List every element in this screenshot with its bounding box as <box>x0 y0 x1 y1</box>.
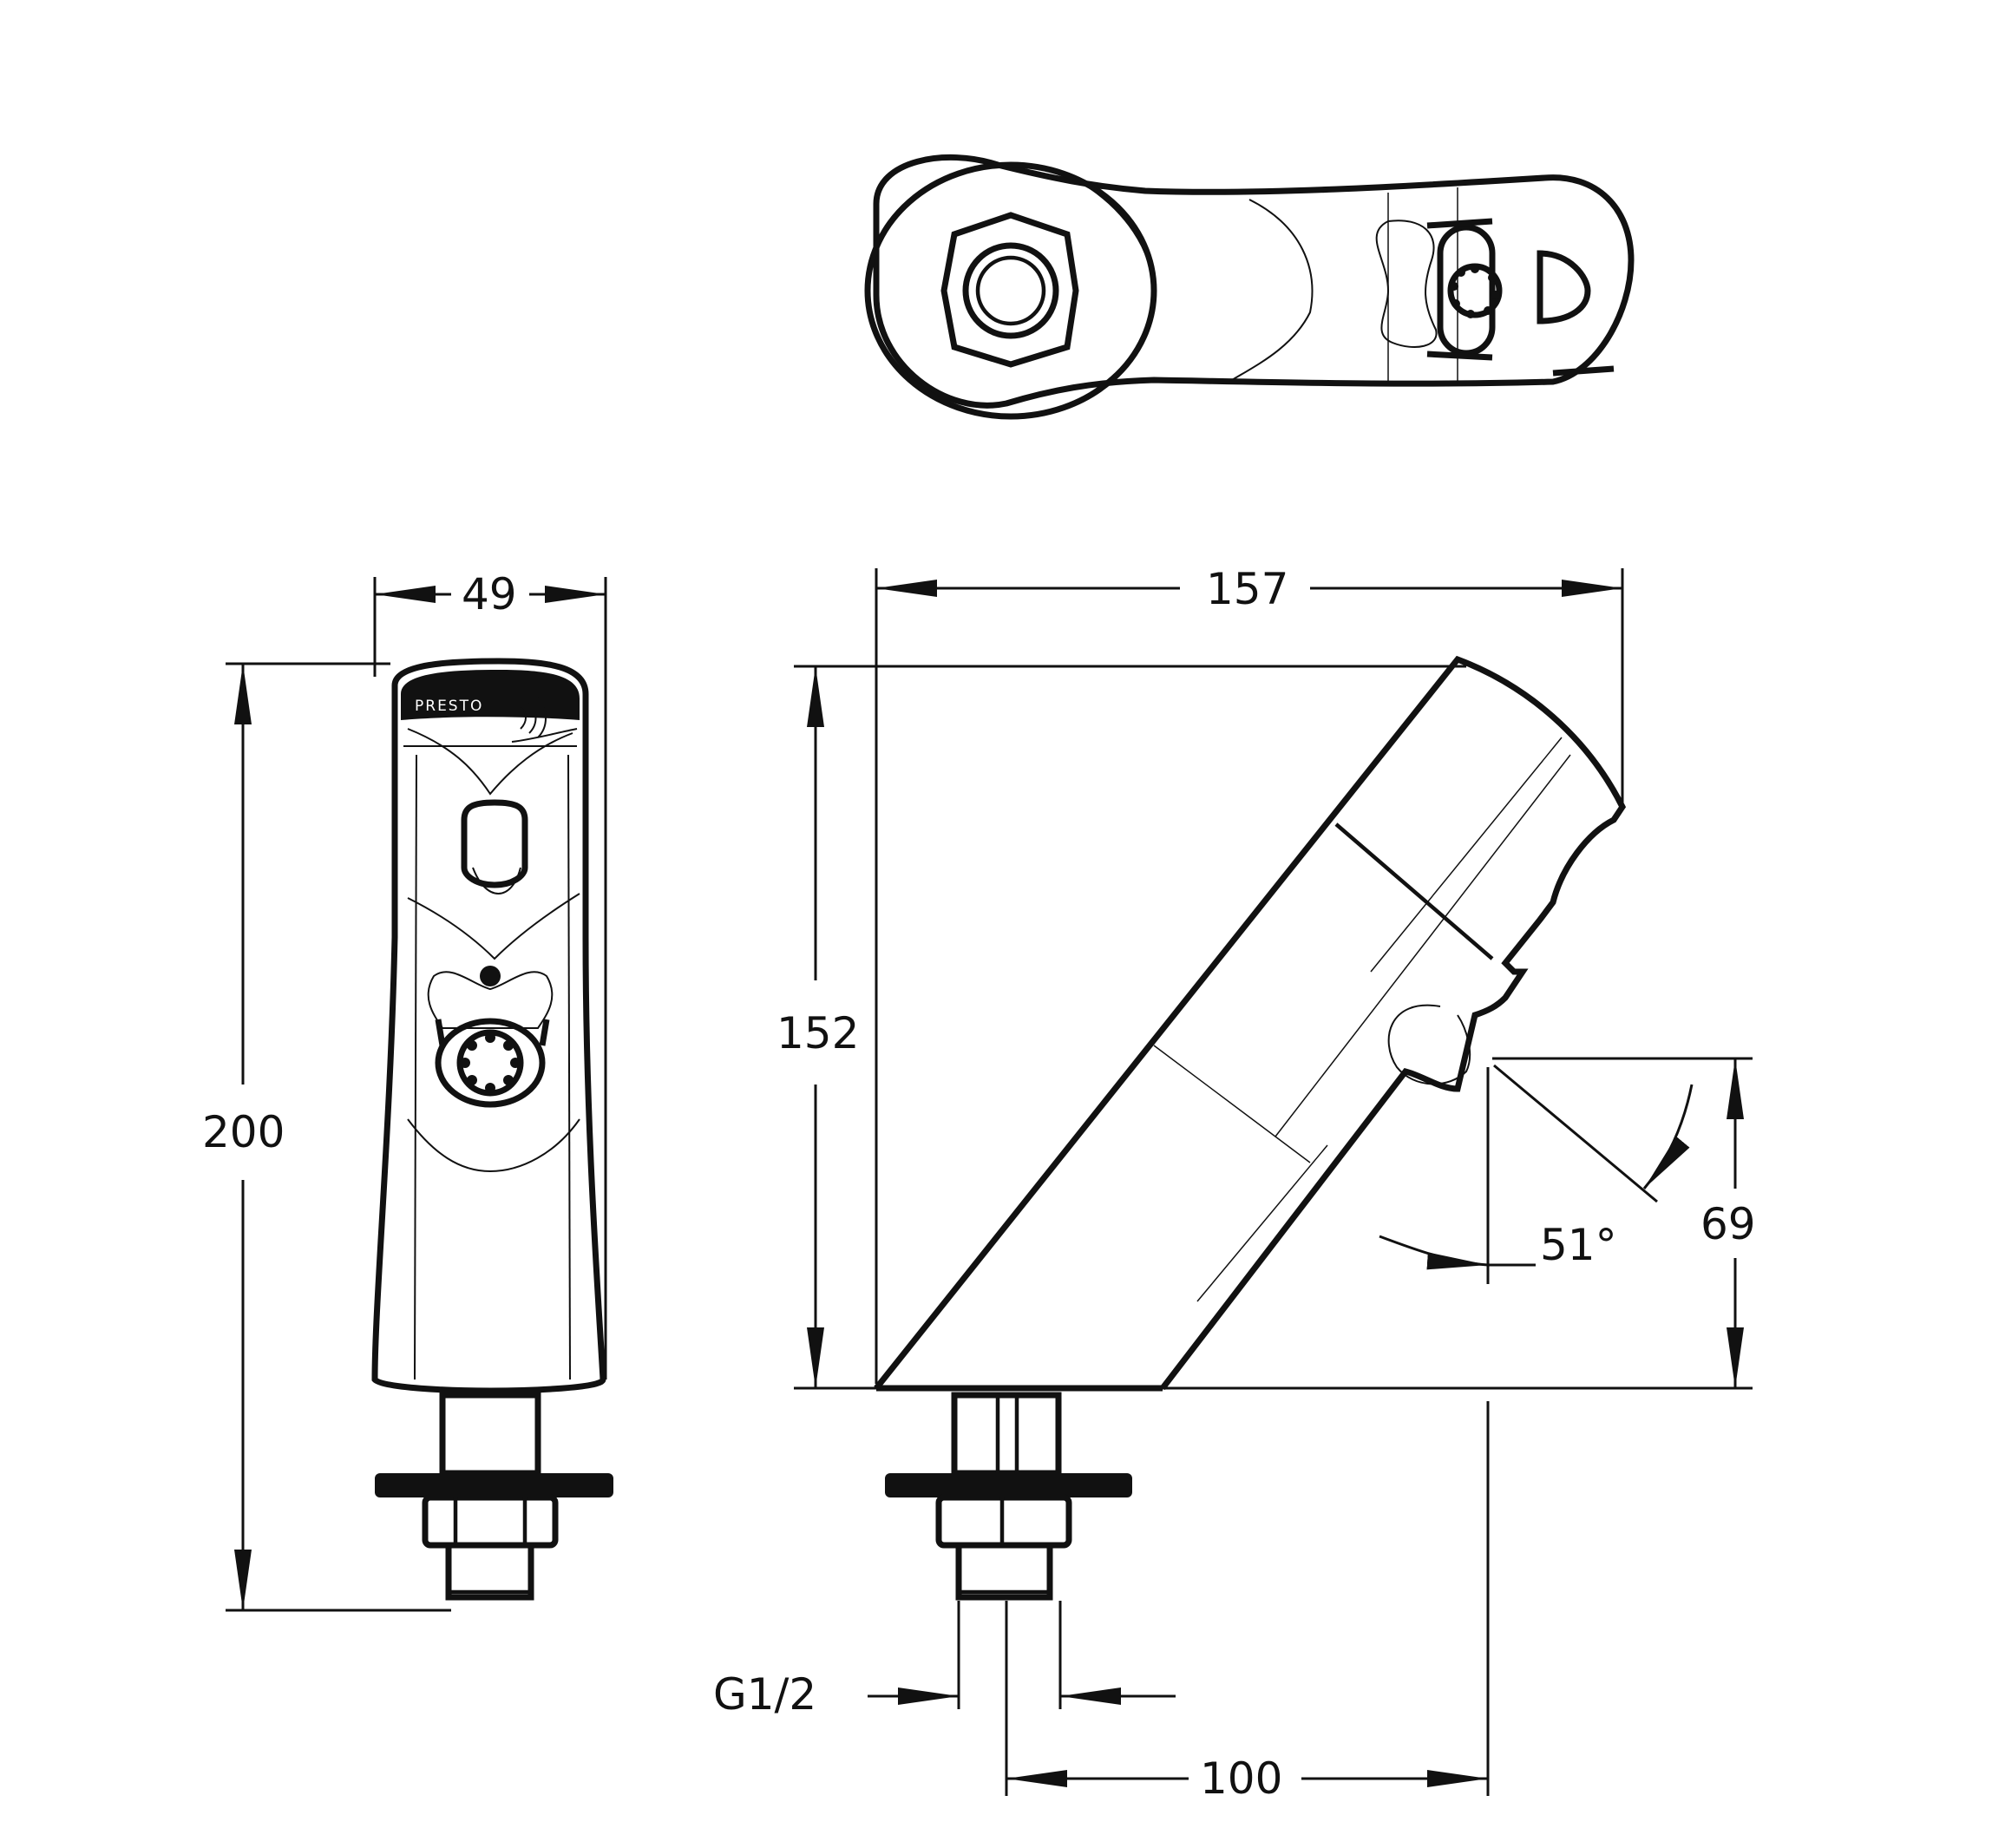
front-view: PRESTO <box>371 658 613 1601</box>
dim-label-total-height: 200 <box>202 1107 285 1157</box>
dim-label-angle: 51° <box>1540 1220 1617 1270</box>
dim-label-body-height: 152 <box>776 1008 859 1058</box>
sensor-window-icon <box>1537 250 1591 324</box>
inlet-bore-icon <box>962 242 1059 339</box>
top-view <box>864 154 1635 420</box>
dimension-lines <box>226 568 1753 1796</box>
front-sensor-window-icon <box>461 799 528 888</box>
dim-label-overall-length: 157 <box>1206 564 1288 614</box>
hand-sensor-icon <box>511 698 578 743</box>
dim-label-outlet-height: 69 <box>1700 1199 1756 1249</box>
front-aerator-teeth-icon <box>460 1032 521 1093</box>
hex-nut-icon <box>940 212 1079 368</box>
dim-label-side-width: 49 <box>462 569 517 619</box>
brand-logo: PRESTO <box>415 698 483 715</box>
aerator-teeth-icon <box>1450 265 1500 318</box>
dim-label-reach: 100 <box>1200 1753 1282 1804</box>
dim-label-thread: G1/2 <box>713 1669 816 1720</box>
dimension-labels: 49 200 157 152 69 51° G1/2 100 <box>202 564 1756 1804</box>
side-view <box>874 655 1627 1601</box>
led-indicator-icon <box>480 966 501 986</box>
